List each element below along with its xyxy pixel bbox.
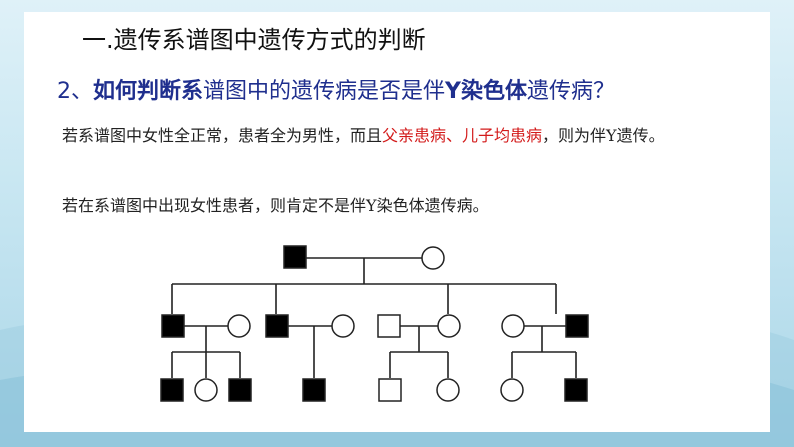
rule-1-text-b: ，则为伴Y遗传。: [542, 126, 665, 145]
rule-1-text-a: 若系谱图中女性全正常，患者全为男性，而且: [62, 126, 383, 145]
affected-male-symbol: [283, 245, 307, 269]
affected-male-symbol: [228, 378, 252, 402]
page-title: 一.遗传系谱图中遗传方式的判断: [82, 26, 426, 54]
unaffected-female-symbol: [227, 314, 251, 338]
unaffected-male-symbol: [377, 314, 401, 338]
unaffected-male-symbol: [378, 378, 402, 402]
affected-male-symbol: [565, 314, 589, 338]
unaffected-female-symbol: [436, 378, 460, 402]
unaffected-female-symbol: [331, 314, 355, 338]
question-part-3: Y染色体: [445, 79, 527, 104]
question-part-2: 谱图中的遗传病是否是伴: [203, 79, 446, 104]
affected-male-symbol: [265, 314, 289, 338]
question-heading: 2、如何判断系谱图中的遗传病是否是伴Y染色体遗传病？: [57, 73, 615, 105]
affected-male-symbol: [564, 378, 588, 402]
unaffected-female-symbol: [194, 378, 218, 402]
unaffected-female-symbol: [501, 314, 525, 338]
rule-paragraph-2: 若在系谱图中出现女性患者，则肯定不是伴Y染色体遗传病。: [62, 196, 489, 215]
unaffected-female-symbol: [421, 246, 445, 270]
question-number: 2、: [57, 79, 93, 104]
unaffected-female-symbol: [437, 314, 461, 338]
affected-male-symbol: [302, 378, 326, 402]
unaffected-female-symbol: [500, 378, 524, 402]
question-part-4: 遗传病？: [526, 79, 615, 104]
affected-male-symbol: [160, 378, 184, 402]
slide-content: [24, 12, 770, 432]
rule-1-highlight: 父亲患病、儿子均患病: [382, 126, 543, 145]
rule-paragraph-1: 若系谱图中女性全正常，患者全为男性，而且父亲患病、儿子均患病，则为伴Y遗传。: [30, 123, 712, 149]
affected-male-symbol: [161, 314, 185, 338]
question-part-1: 如何判断系: [93, 79, 204, 104]
